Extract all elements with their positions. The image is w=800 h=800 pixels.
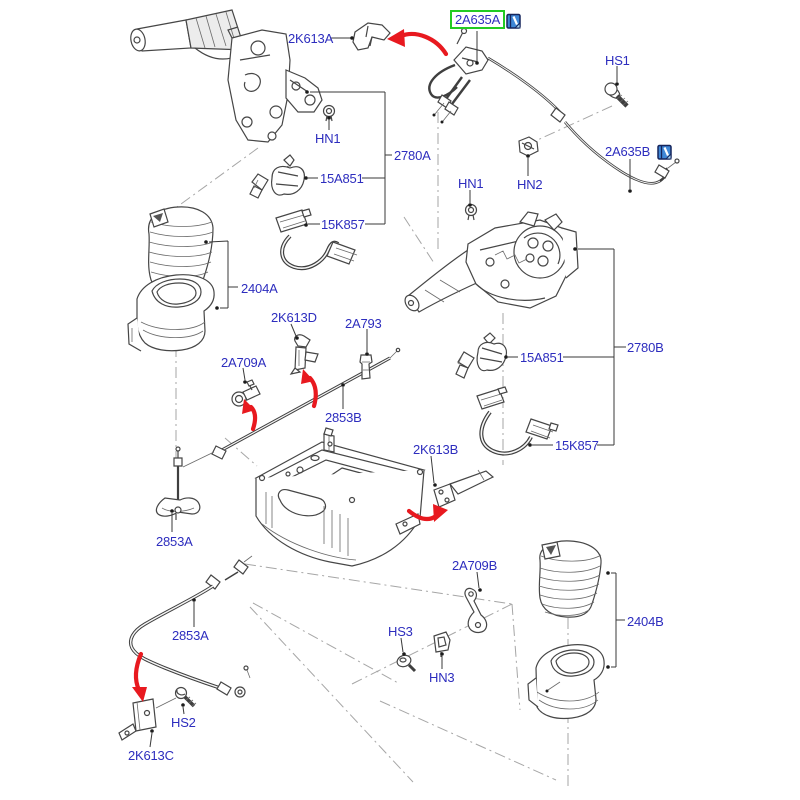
- callout-2404a[interactable]: 2404A: [241, 281, 278, 296]
- part-drawing-boot-2404b: [538, 540, 602, 618]
- red-arrow-to-2k613d: [301, 369, 318, 409]
- parts-catalog-doc-icon[interactable]: [655, 143, 675, 162]
- red-arrow-to-2a709a: [242, 399, 258, 432]
- part-drawing-bezel-2404b: [527, 644, 605, 720]
- callout-2780b[interactable]: 2780B: [627, 340, 664, 355]
- callout-2a709a[interactable]: 2A709A: [221, 355, 267, 370]
- callout-hn2[interactable]: HN2: [517, 177, 543, 192]
- part-drawing-grommet-2a793: [359, 354, 373, 380]
- part-drawing-screw-hs2: [174, 686, 197, 708]
- part-drawing-switch-15a851-right: [455, 332, 508, 379]
- part-drawing-cable-15k857-right: [476, 386, 559, 456]
- callout-leader-lines: [149, 31, 632, 748]
- part-drawing-cable-2853a-lower: [128, 555, 253, 698]
- part-drawing-switch-15a851-left: [249, 154, 305, 199]
- callout-2853b[interactable]: 2853B: [325, 410, 362, 425]
- callout-15k857-left[interactable]: 15K857: [321, 217, 365, 232]
- part-drawing-console-box: [254, 427, 426, 567]
- part-drawing-bracket-2k613c: [118, 697, 177, 741]
- callout-2853a-upper[interactable]: 2853A: [156, 534, 193, 549]
- callout-2a793[interactable]: 2A793: [345, 316, 382, 331]
- part-drawing-boot-2404a: [147, 206, 214, 293]
- red-arrow-to-2k613c: [132, 651, 147, 702]
- part-drawing-screw-hs1: [604, 82, 629, 108]
- callout-hs1[interactable]: HS1: [605, 53, 630, 68]
- callout-hn1-left[interactable]: HN1: [315, 131, 341, 146]
- part-drawing-screw-hs3: [396, 654, 417, 673]
- part-drawing-cable-15k857-left: [275, 208, 358, 271]
- part-drawing-clip-2a709a: [231, 379, 261, 407]
- red-arrow-to-2k613b: [406, 504, 448, 522]
- red-arrow-to-2k613a: [387, 29, 449, 57]
- callout-15k857-right[interactable]: 15K857: [555, 438, 599, 453]
- callout-2780a[interactable]: 2780A: [394, 148, 431, 163]
- callout-2404b[interactable]: 2404B: [627, 614, 664, 629]
- parts-catalog-doc-icon[interactable]: [504, 12, 524, 31]
- part-drawing-bezel-2404a: [127, 274, 215, 352]
- callout-2853a-lower[interactable]: 2853A: [172, 628, 209, 643]
- callout-2a709b[interactable]: 2A709B: [452, 558, 498, 573]
- part-drawing-cable-2a635a: [428, 27, 680, 185]
- part-drawing-handbrake-lever-a: [130, 9, 323, 143]
- part-drawing-bracket-2a709b: [464, 587, 488, 634]
- callout-15a851-right[interactable]: 15A851: [520, 350, 564, 365]
- part-drawing-nut-hn2: [518, 136, 539, 157]
- callout-hs2[interactable]: HS2: [171, 715, 196, 730]
- part-drawing-bracket-2k613b: [433, 469, 495, 508]
- callout-2a635a-highlighted[interactable]: 2A635A: [450, 10, 506, 29]
- callout-hn1-middle[interactable]: HN1: [458, 176, 484, 191]
- callout-15a851-left[interactable]: 15A851: [320, 171, 364, 186]
- red-assembly-arrows: [132, 29, 449, 702]
- callout-2k613d[interactable]: 2K613D: [271, 310, 317, 325]
- part-drawing-nut-hn1-middle: [464, 203, 478, 221]
- part-drawing-rod-2853a-upper: [155, 446, 201, 520]
- part-drawing-clip-2k613d: [289, 334, 319, 375]
- callout-2k613b[interactable]: 2K613B: [413, 442, 459, 457]
- callout-2k613a[interactable]: 2K613A: [288, 31, 334, 46]
- part-drawing-nut-hn3: [433, 631, 451, 657]
- part-drawing-bracket-2k613a: [352, 22, 391, 51]
- callout-2k613c[interactable]: 2K613C: [128, 748, 174, 763]
- callout-hn3[interactable]: HN3: [429, 670, 455, 685]
- callout-hs3[interactable]: HS3: [388, 624, 413, 639]
- construction-guides: [169, 105, 613, 788]
- callout-2a635b[interactable]: 2A635B: [605, 144, 651, 159]
- part-drawing-handbrake-lever-b: [404, 211, 579, 313]
